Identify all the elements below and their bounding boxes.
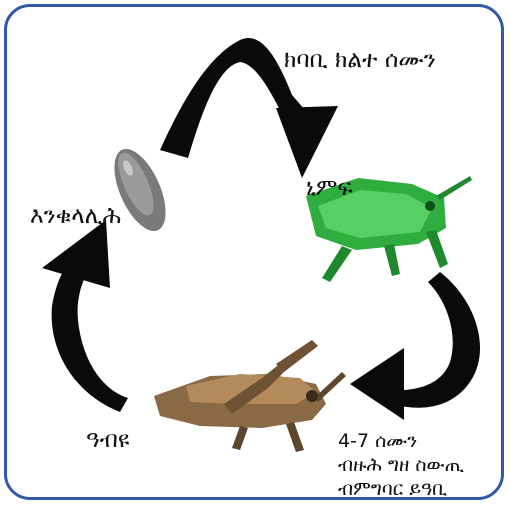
label-bottom-line-2: ብዙሕ ግዘ ስውጢ — [338, 454, 464, 478]
label-egg: እንቁላሊሕ — [30, 204, 121, 229]
brown-adult-icon — [154, 340, 346, 452]
label-adult: ዓብዩ — [86, 428, 129, 453]
cycle-arrow-left — [42, 220, 128, 412]
cycle-arrow-right — [350, 272, 480, 420]
label-bottom-line-1: 4-7 ሰሙን — [338, 430, 464, 454]
label-nymph-to-adult-block: 4-7 ሰሙን ብዙሕ ግዘ ስውጢ ብምግባር ይዓቢ — [338, 430, 464, 501]
label-nymph: ኒምፍ — [306, 176, 353, 201]
label-bottom-line-3: ብምግባር ይዓቢ — [338, 478, 464, 502]
label-egg-to-nymph-duration: ክባቢ ክልተ ሰሙን — [284, 48, 436, 73]
